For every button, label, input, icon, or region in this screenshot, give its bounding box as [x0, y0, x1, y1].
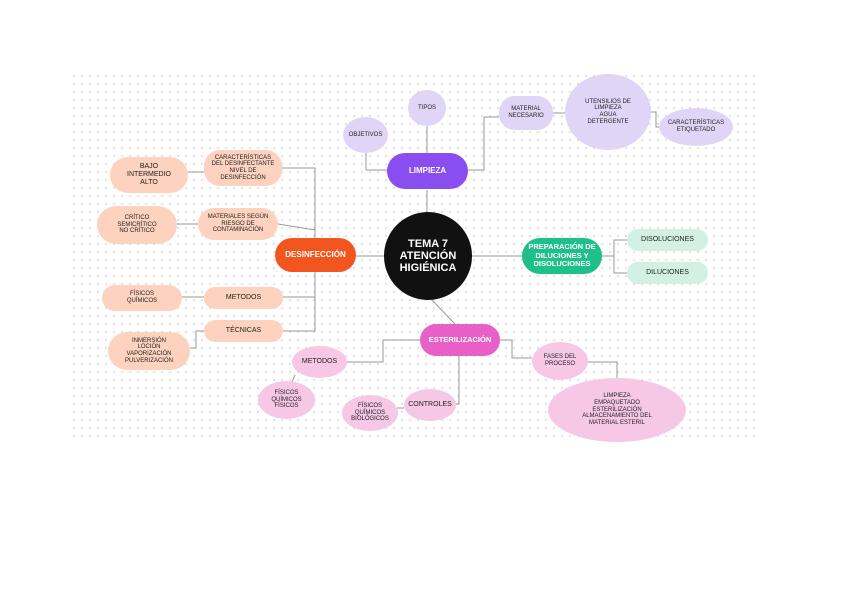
limpieza-utensilios[interactable]: UTENSILIOS DE LIMPIEZA AGUA DETERGENTE — [565, 74, 651, 150]
esterilizacion-metodos-tipos-label: FÍSICOS QUÍMICOS FÍSICOS — [271, 389, 302, 410]
limpieza-objetivos[interactable]: OBJETIVOS — [343, 117, 388, 153]
desinfeccion-riesgo-label: CRÍTICO SEMICRÍTICO NO CRÍTICO — [117, 214, 157, 235]
esterilizacion-controles-label: CONTROLES — [408, 401, 452, 409]
desinfeccion-tecnicas-label: TÉCNICAS — [225, 327, 262, 335]
connector-metodos-tipos-ester — [291, 374, 296, 383]
central-topic-label: TEMA 7 ATENCIÓN HIGIÉNICA — [399, 237, 457, 275]
desinfeccion-materiales[interactable]: MATERIALES SEGÚN RIESGO DE CONTAMINACIÓN — [198, 208, 278, 240]
preparacion-diluciones-label: DILUCIONES — [646, 269, 689, 277]
preparacion-disoluciones-label: DISOLUCIONES — [641, 236, 694, 244]
connector-utensilios-caracteristicas — [650, 111, 660, 128]
connector-prep-disoluciones — [602, 239, 627, 257]
branch-esterilizacion[interactable]: ESTERILIZACIÓN — [420, 324, 500, 356]
connector-ester-fases — [500, 339, 532, 359]
connector-desinf-metodos — [283, 272, 316, 298]
desinfeccion-caracteristicas-label: CARACTERÍSTICAS DEL DESINFECTANTE NIVEL … — [211, 154, 275, 181]
branch-limpieza[interactable]: LIMPIEZA — [387, 153, 468, 189]
connector-desinf-tecnicas — [283, 297, 316, 332]
esterilizacion-metodos-tipos[interactable]: FÍSICOS QUÍMICOS FÍSICOS — [258, 381, 315, 419]
esterilizacion-fases-label: FASES DEL PROCESO — [543, 354, 577, 367]
esterilizacion-controles[interactable]: CONTROLES — [404, 389, 456, 421]
branch-esterilizacion-label: ESTERILIZACIÓN — [428, 334, 492, 344]
connector-ester-controles — [456, 356, 460, 405]
limpieza-utensilios-label: UTENSILIOS DE LIMPIEZA AGUA DETERGENTE — [585, 98, 631, 125]
branch-limpieza-label: LIMPIEZA — [408, 165, 447, 175]
esterilizacion-controles-tipos[interactable]: FÍSICOS QUÍMICOS BIOLÓGICOS — [342, 395, 398, 431]
preparacion-diluciones[interactable]: DILUCIONES — [627, 262, 708, 284]
esterilizacion-fases-tipos-label: LIMPIEZA EMPAQUETADO ESTERILIZACIÓN ALMA… — [582, 393, 652, 427]
branch-desinfeccion[interactable]: DESINFECCIÓN — [275, 238, 356, 272]
central-topic[interactable]: TEMA 7 ATENCIÓN HIGIÉNICA — [384, 212, 472, 300]
limpieza-caracteristicas-label: CARACTERÍSTICAS ETIQUETADO — [667, 120, 725, 133]
preparacion-disoluciones[interactable]: DISOLUCIONES — [627, 229, 708, 251]
limpieza-caracteristicas[interactable]: CARACTERÍSTICAS ETIQUETADO — [659, 108, 733, 146]
desinfeccion-tecnicas-tipos[interactable]: INMERSIÓN LOCIÓN VAPORIZACIÓN PULVERIZAC… — [108, 332, 190, 370]
desinfeccion-caracteristicas[interactable]: CARACTERÍSTICAS DEL DESINFECTANTE NIVEL … — [204, 150, 282, 186]
connector-fases-tipos — [588, 361, 618, 380]
connector-ester-metodos — [347, 339, 420, 363]
limpieza-tipos-label: TIPOS — [417, 104, 436, 111]
desinfeccion-niveles-label: BAJO INTERMEDIO ALTO — [127, 163, 171, 186]
branch-desinfeccion-label: DESINFECCIÓN — [285, 249, 346, 259]
desinfeccion-metodos-tipos[interactable]: FÍSICOS QUÍMICOS — [102, 285, 182, 311]
limpieza-tipos[interactable]: TIPOS — [408, 90, 446, 126]
branch-preparacion-label: PREPARACIÓN DE DILUCIONES Y DISOLUCIONES — [528, 242, 596, 269]
connector-center-esterilizacion — [429, 297, 456, 325]
desinfeccion-metodos-label: METODOS — [225, 294, 262, 302]
desinfeccion-riesgo[interactable]: CRÍTICO SEMICRÍTICO NO CRÍTICO — [97, 206, 177, 244]
connector-desinf-materiales — [277, 223, 316, 231]
connector-limpieza-material — [468, 116, 499, 171]
desinfeccion-tecnicas[interactable]: TÉCNICAS — [204, 320, 283, 342]
desinfeccion-metodos[interactable]: METODOS — [204, 287, 283, 309]
desinfeccion-materiales-label: MATERIALES SEGÚN RIESGO DE CONTAMINACIÓN — [207, 213, 269, 234]
esterilizacion-fases-tipos[interactable]: LIMPIEZA EMPAQUETADO ESTERILIZACIÓN ALMA… — [548, 378, 686, 442]
esterilizacion-fases[interactable]: FASES DEL PROCESO — [532, 342, 588, 380]
limpieza-objetivos-label: OBJETIVOS — [348, 131, 383, 138]
limpieza-material[interactable]: MATERIAL NECESARIO — [499, 96, 553, 130]
connector-tecnicas-tipos — [190, 330, 204, 349]
desinfeccion-metodos-tipos-label: FÍSICOS QUÍMICOS — [126, 291, 158, 304]
branch-preparacion[interactable]: PREPARACIÓN DE DILUCIONES Y DISOLUCIONES — [522, 238, 602, 274]
desinfeccion-niveles[interactable]: BAJO INTERMEDIO ALTO — [110, 157, 188, 193]
esterilizacion-metodos-label: METODOS — [301, 358, 338, 366]
connector-desinf-caracteristicas — [282, 167, 316, 240]
desinfeccion-tecnicas-tipos-label: INMERSIÓN LOCIÓN VAPORIZACIÓN PULVERIZAC… — [125, 337, 173, 364]
limpieza-material-label: MATERIAL NECESARIO — [508, 106, 544, 119]
connector-limpieza-objetivos — [365, 150, 388, 171]
esterilizacion-metodos[interactable]: METODOS — [292, 346, 347, 378]
esterilizacion-controles-tipos-label: FÍSICOS QUÍMICOS BIOLÓGICOS — [351, 402, 389, 423]
connector-prep-diluciones — [613, 256, 627, 274]
